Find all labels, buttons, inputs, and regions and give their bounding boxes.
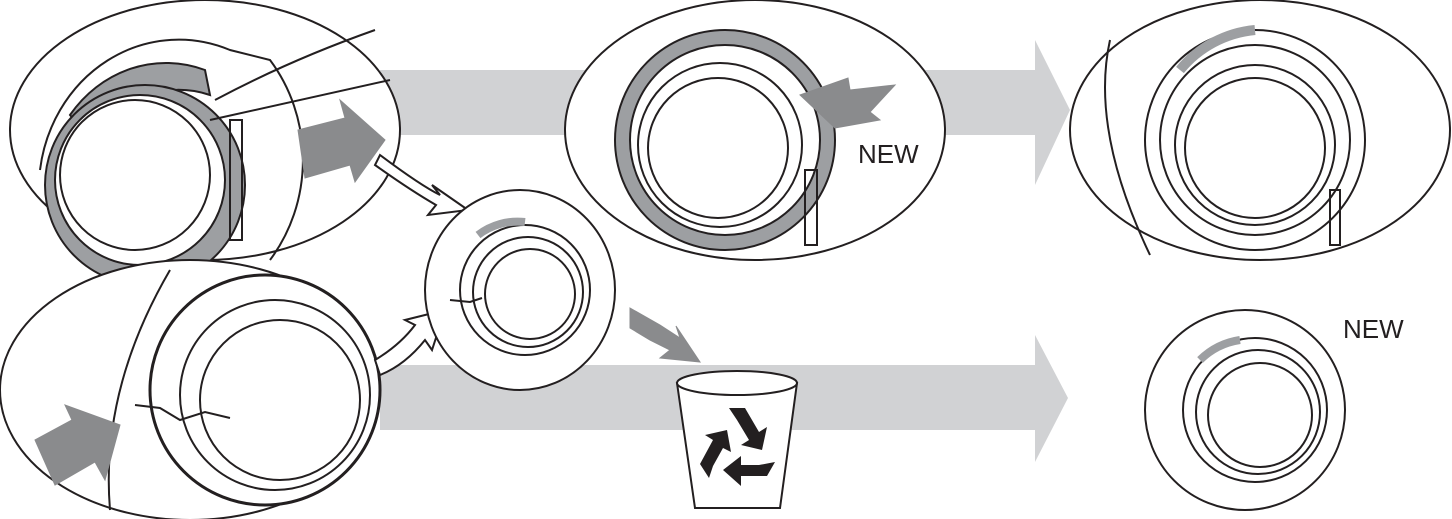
step-remove-ring	[10, 0, 400, 285]
outline-arrow-top	[375, 155, 468, 215]
step-insert-new-ring: NEW	[565, 0, 945, 260]
step-cracked-cover	[0, 260, 380, 519]
old-part	[425, 190, 615, 390]
new-label-top: NEW	[858, 139, 919, 169]
new-label-bottom: NEW	[1343, 314, 1404, 344]
step-completed-top	[1070, 0, 1450, 260]
recycle-bin-icon	[677, 371, 797, 508]
discard-arrow	[630, 308, 700, 362]
new-part: NEW	[1145, 310, 1404, 510]
